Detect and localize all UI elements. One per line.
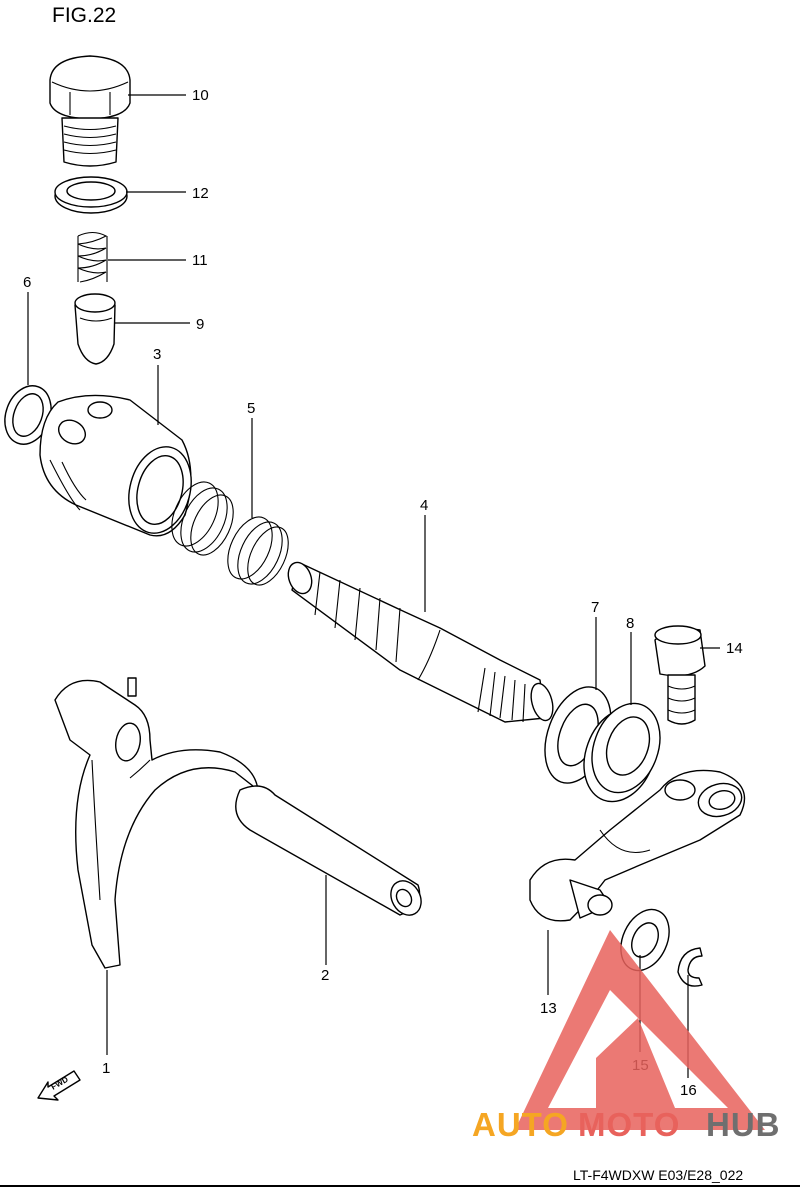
part-11-spring <box>77 231 108 283</box>
watermark-triangle-icon <box>515 930 765 1130</box>
part-4-shaft <box>287 561 554 723</box>
part-13-shift-arm <box>529 769 746 922</box>
part-10-plug-bolt <box>49 55 131 167</box>
part-16-e-clip <box>677 947 703 987</box>
part-2-rod <box>235 785 422 916</box>
part-8-oil-seal <box>583 702 661 803</box>
fwd-arrow: FWD <box>37 1070 81 1101</box>
watermark-text-moto: MOTO <box>578 1106 680 1143</box>
part-15-washer <box>620 908 670 972</box>
watermark-text-auto: AUTO <box>472 1106 569 1143</box>
part-9-detent-pin <box>74 293 116 365</box>
callout-3: 3 <box>153 346 161 363</box>
part-3-cam <box>39 394 192 537</box>
callout-6: 6 <box>23 274 31 291</box>
callout-16: 16 <box>680 1082 697 1099</box>
part-12-gasket <box>54 176 128 214</box>
callout-5: 5 <box>247 400 255 417</box>
callout-numbers: 10 12 11 9 6 3 5 4 7 8 14 1 2 13 15 16 <box>23 87 743 1099</box>
callout-10: 10 <box>192 87 209 104</box>
part-1-shift-fork <box>54 677 259 969</box>
leader-lines <box>27 94 720 1078</box>
part-14-bolt <box>654 625 706 725</box>
callout-4: 4 <box>420 497 428 514</box>
part-5-springs <box>171 481 289 586</box>
callout-8: 8 <box>626 615 634 632</box>
callout-12: 12 <box>192 185 209 202</box>
callout-14: 14 <box>726 640 743 657</box>
callout-13: 13 <box>540 1000 557 1017</box>
figure-title: FIG.22 <box>52 4 116 27</box>
watermark: AUTO MOTO HUB <box>472 930 781 1143</box>
callout-11: 11 <box>192 252 208 269</box>
watermark-text-hub: HUB <box>706 1106 781 1143</box>
callout-9: 9 <box>196 316 204 333</box>
footer-code: LT-F4WDXW E03/E28_022 <box>573 1167 743 1183</box>
callout-2: 2 <box>321 967 329 984</box>
callout-1: 1 <box>102 1060 110 1077</box>
part-6-washer <box>4 385 52 445</box>
callout-7: 7 <box>591 599 599 616</box>
